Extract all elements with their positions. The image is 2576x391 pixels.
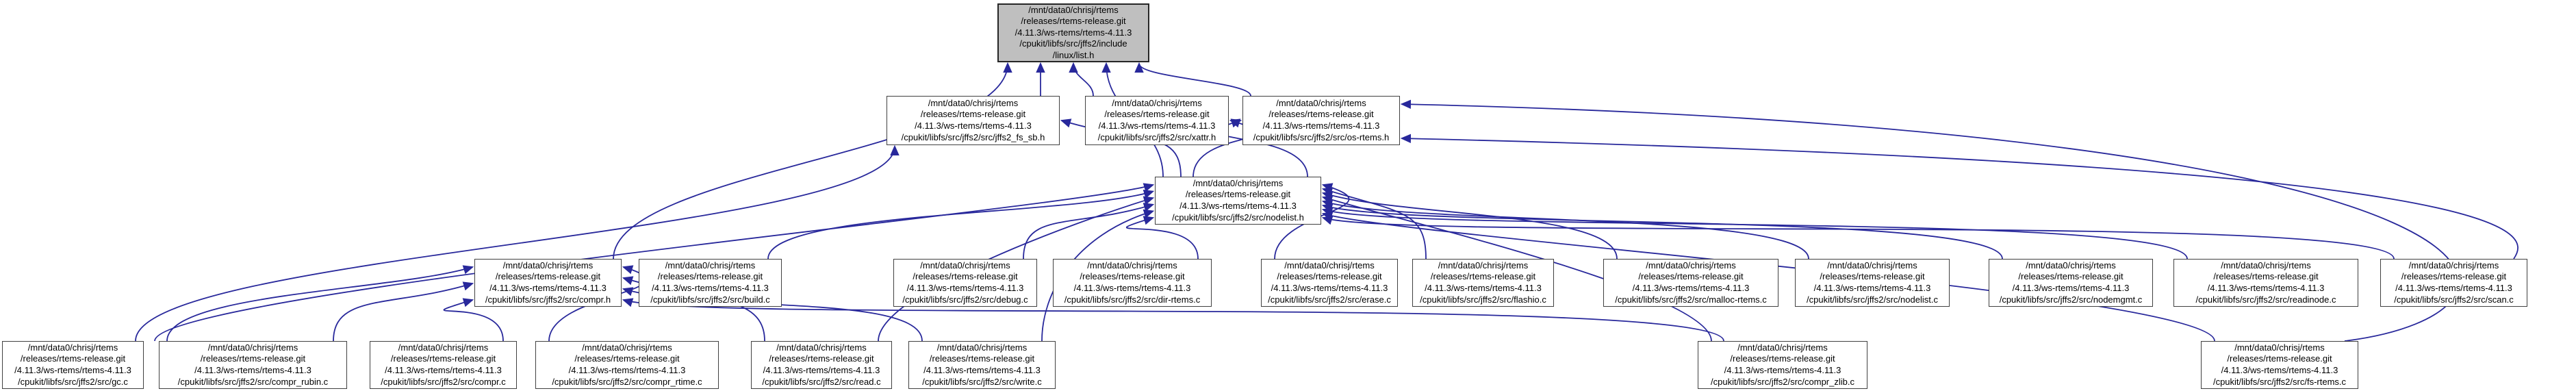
edge-compr-zlib-c-to-compr-h [622, 298, 1724, 342]
edge-nodemgmt-c-to-nodelist-h [1321, 203, 2003, 260]
edge-os-rtems-h-to-list-h [1134, 62, 1251, 97]
edge-fs-rtems-c-to-os-rtems-h [1400, 99, 2460, 342]
edge-readinode-c-to-nodelist-h [1321, 207, 2188, 260]
edge-gc-c-to-compr-h [166, 265, 474, 342]
graph-node-readinode-c[interactable]: /mnt/data0/chrisj/rtems /releases/rtems-… [2173, 259, 2358, 307]
graph-node-erase-c[interactable]: /mnt/data0/chrisj/rtems /releases/rtems-… [1261, 259, 1398, 307]
graph-node-fs-rtems-c[interactable]: /mnt/data0/chrisj/rtems /releases/rtems-… [2201, 341, 2358, 389]
graph-node-os-rtems-h[interactable]: /mnt/data0/chrisj/rtems /releases/rtems-… [1242, 96, 1400, 145]
graph-node-compr-rtime-c[interactable]: /mnt/data0/chrisj/rtems /releases/rtems-… [535, 341, 719, 389]
graph-node-write-c[interactable]: /mnt/data0/chrisj/rtems /releases/rtems-… [908, 341, 1056, 389]
graph-node-dir-rtems-c[interactable]: /mnt/data0/chrisj/rtems /releases/rtems-… [1053, 259, 1212, 307]
edge-malloc-rtems-c-to-nodelist-h [1321, 191, 1618, 260]
graph-node-compr-rubin-c[interactable]: /mnt/data0/chrisj/rtems /releases/rtems-… [159, 341, 347, 389]
edge-gc-c-to-nodelist-h [154, 183, 1155, 342]
graph-node-read-c[interactable]: /mnt/data0/chrisj/rtems /releases/rtems-… [751, 341, 892, 389]
edge-debug-c-to-nodelist-h [1023, 203, 1155, 260]
graph-node-debug-c[interactable]: /mnt/data0/chrisj/rtems /releases/rtems-… [893, 259, 1037, 307]
graph-node-nodelist-h[interactable]: /mnt/data0/chrisj/rtems /releases/rtems-… [1155, 177, 1321, 225]
graph-node-gc-c[interactable]: /mnt/data0/chrisj/rtems /releases/rtems-… [2, 341, 144, 389]
graph-node-nodemgmt-c[interactable]: /mnt/data0/chrisj/rtems /releases/rtems-… [1989, 259, 2153, 307]
graph-node-xattr-h[interactable]: /mnt/data0/chrisj/rtems /releases/rtems-… [1085, 96, 1229, 145]
graph-node-nodelist-c[interactable]: /mnt/data0/chrisj/rtems /releases/rtems-… [1795, 259, 1950, 307]
edge-scan-c-to-os-rtems-h [1400, 134, 2518, 260]
graph-node-build-c[interactable]: /mnt/data0/chrisj/rtems /releases/rtems-… [639, 259, 782, 307]
graph-node-list-h: /mnt/data0/chrisj/rtems /releases/rtems-… [997, 3, 1149, 62]
graph-node-scan-c[interactable]: /mnt/data0/chrisj/rtems /releases/rtems-… [2380, 259, 2527, 307]
edge-compr-h-to-list-h [613, 62, 1012, 260]
edge-gc-c-to-jffs2-fs-sb-h [135, 144, 900, 342]
graph-node-jffs2-fs-sb-h[interactable]: /mnt/data0/chrisj/rtems /releases/rtems-… [887, 96, 1060, 145]
graph-node-malloc-rtems-c[interactable]: /mnt/data0/chrisj/rtems /releases/rtems-… [1603, 259, 1778, 307]
edge-dir-rtems-c-to-nodelist-h [1125, 216, 1199, 260]
graph-node-compr-h[interactable]: /mnt/data0/chrisj/rtems /releases/rtems-… [474, 259, 622, 307]
edge-build-c-to-nodelist-h [767, 189, 1155, 260]
edge-nodelist-c-to-nodelist-h [1321, 199, 1809, 260]
edge-compr-rubin-c-to-compr-h [333, 281, 474, 342]
edge-xattr-h-to-list-h [1069, 62, 1094, 97]
edge-scan-c-to-nodelist-h [1321, 216, 2395, 260]
graph-node-flashio-c[interactable]: /mnt/data0/chrisj/rtems /releases/rtems-… [1412, 259, 1554, 307]
graph-node-compr-zlib-c[interactable]: /mnt/data0/chrisj/rtems /releases/rtems-… [1698, 341, 1867, 389]
graph-node-compr-c[interactable]: /mnt/data0/chrisj/rtems /releases/rtems-… [370, 341, 517, 389]
edge-compr-c-to-compr-h [443, 298, 504, 342]
